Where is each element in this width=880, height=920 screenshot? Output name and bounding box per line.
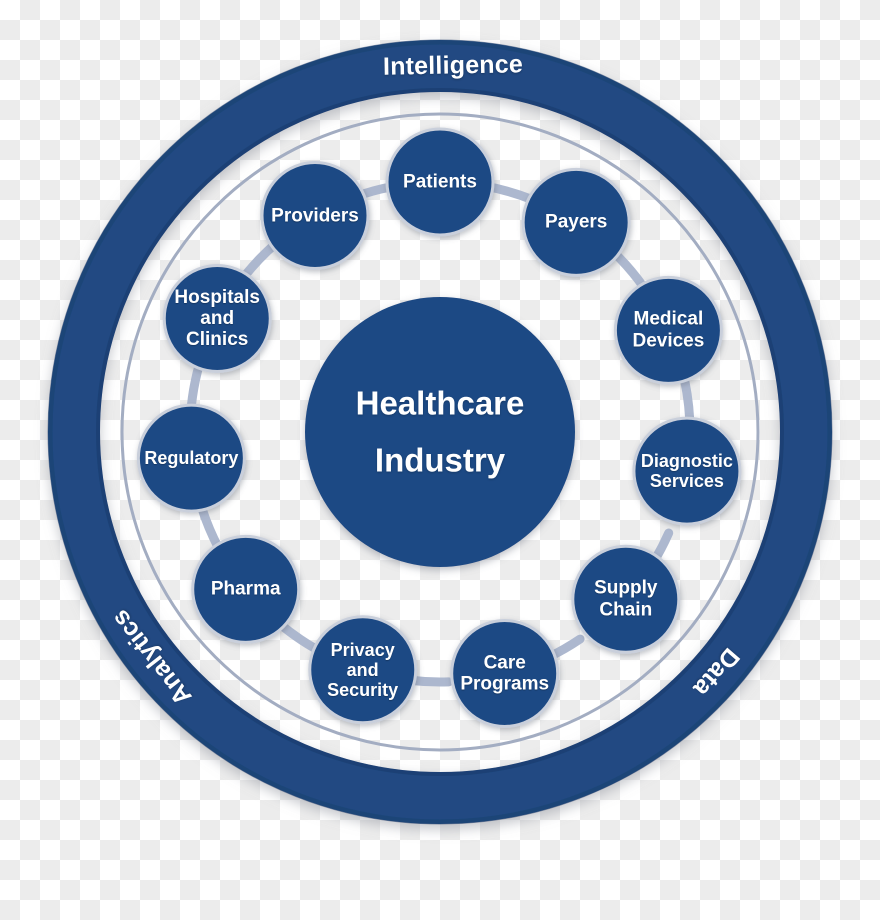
satellite-bubble-label: Payers: [545, 211, 608, 233]
satellite-bubble-label: Privacy and Security: [327, 639, 399, 700]
center-label: Healthcare Industry: [355, 384, 525, 478]
satellite-bubble-label: Supply Chain: [594, 578, 658, 621]
outer-ring-band: [47, 39, 833, 825]
satellite-bubble[interactable]: [308, 615, 418, 725]
satellite-bubble[interactable]: [521, 167, 631, 277]
satellite-bubble-label: Regulatory: [144, 448, 239, 469]
satellite-bubble-label: Medical Devices: [632, 309, 705, 352]
satellite-bubble[interactable]: [632, 416, 742, 526]
center-circle[interactable]: [305, 297, 575, 567]
satellite-bubble[interactable]: [162, 264, 272, 373]
satellite-bubble[interactable]: [136, 403, 246, 513]
ring-label-intelligence: Intelligence: [382, 50, 523, 81]
satellite-bubble[interactable]: [450, 618, 560, 728]
satellite-bubble-group: [136, 127, 742, 728]
satellite-bubble-label: Pharma: [210, 578, 281, 600]
satellite-bubble-label: Care Programs: [460, 652, 550, 695]
satellite-bubble[interactable]: [191, 534, 301, 644]
inner-hairline-circle: [120, 112, 760, 752]
satellite-bubble[interactable]: [385, 127, 495, 237]
satellite-bubble-label: Providers: [271, 204, 359, 226]
satellite-bubble[interactable]: [613, 275, 723, 385]
satellite-bubble-label: Patients: [403, 171, 477, 193]
satellite-bubble-label: Hospitals and Clinics: [174, 286, 260, 351]
satellite-bubble-label: Diagnostic Services: [640, 450, 733, 492]
satellite-bubble[interactable]: [571, 544, 681, 654]
satellite-bubble[interactable]: [260, 160, 370, 270]
